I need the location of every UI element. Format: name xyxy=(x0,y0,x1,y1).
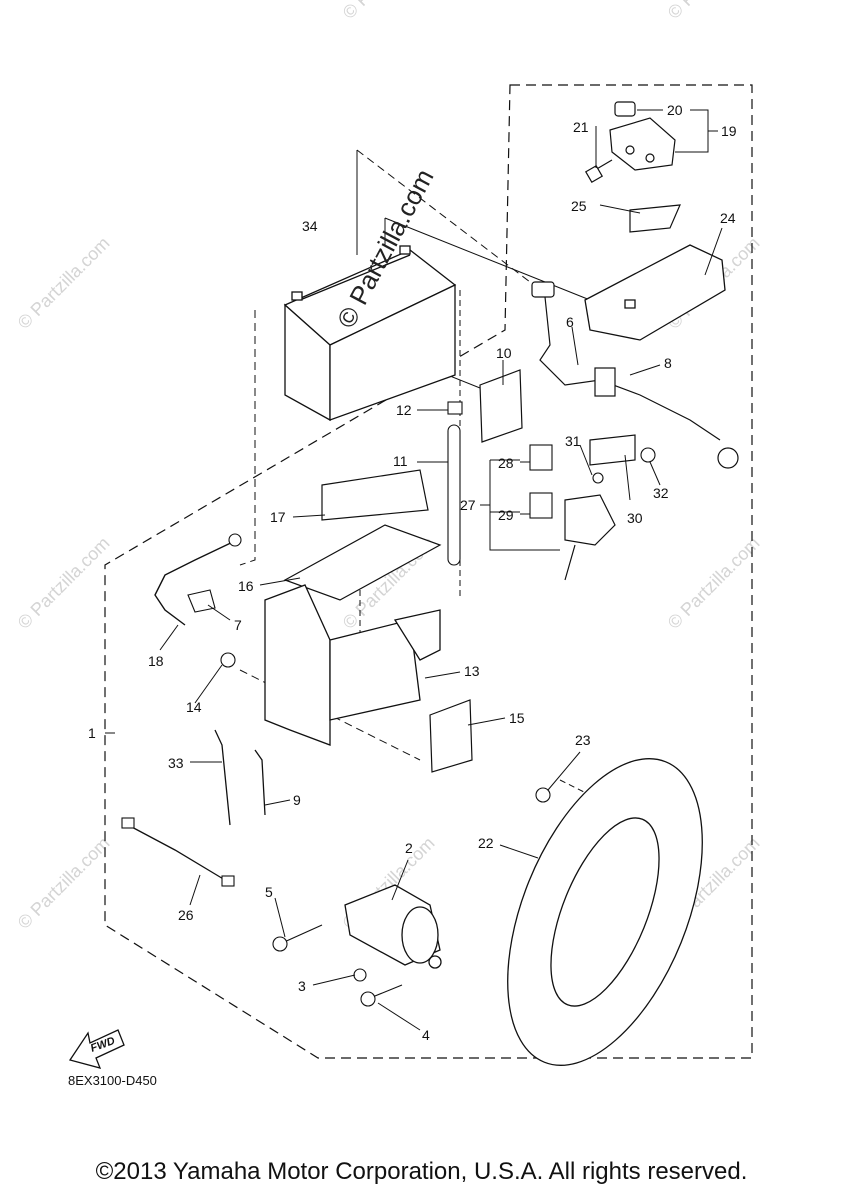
battery-band xyxy=(321,469,429,521)
sheet xyxy=(479,369,523,443)
callout-4: 4 xyxy=(422,1027,430,1043)
callout-14: 14 xyxy=(186,699,202,715)
callout-20: 20 xyxy=(667,102,683,118)
bolt xyxy=(220,652,236,668)
callout-31: 31 xyxy=(565,433,581,449)
callout-2: 2 xyxy=(405,840,413,856)
cover xyxy=(584,244,726,341)
callout-33: 33 xyxy=(168,755,184,771)
watermark: © Partzilla.com xyxy=(14,533,114,633)
fuse-holder xyxy=(531,281,739,469)
callout-23: 23 xyxy=(575,732,591,748)
bolt xyxy=(584,159,613,184)
callout-30: 30 xyxy=(627,510,643,526)
callout-29: 29 xyxy=(498,507,514,523)
battery-sheet xyxy=(283,524,442,601)
sensor-rotor xyxy=(507,758,703,1066)
callout-22: 22 xyxy=(478,835,494,851)
nut xyxy=(353,968,367,982)
watermark: © Partzilla.com xyxy=(664,533,764,633)
terminal-cover xyxy=(187,589,216,613)
callout-19: 19 xyxy=(721,123,737,139)
callout-28: 28 xyxy=(498,455,514,471)
lead-wire xyxy=(127,824,226,881)
screw xyxy=(592,472,604,484)
watermark: © Partzilla.com xyxy=(14,833,114,933)
fuse-box xyxy=(564,494,616,546)
connector xyxy=(121,817,135,829)
hose xyxy=(447,424,461,566)
callout-16: 16 xyxy=(238,578,254,594)
callout-9: 9 xyxy=(293,792,301,808)
bolt xyxy=(360,984,403,1007)
callout-6: 6 xyxy=(566,314,574,330)
copyright-notice: ©2013 Yamaha Motor Corporation, U.S.A. A… xyxy=(95,1158,748,1185)
cable-tie xyxy=(214,729,231,826)
callout-21: 21 xyxy=(573,119,589,135)
watermark: © Partzilla.com xyxy=(339,0,439,23)
callout-15: 15 xyxy=(509,710,525,726)
rubber-cap xyxy=(447,401,463,415)
battery-case xyxy=(264,584,441,746)
callout-34: 34 xyxy=(302,218,318,234)
callout-11: 11 xyxy=(393,453,408,469)
bolt xyxy=(272,924,323,952)
callout-27: 27 xyxy=(460,497,476,513)
callout-25: 25 xyxy=(571,198,587,214)
bracket xyxy=(629,204,681,233)
callout-24: 24 xyxy=(720,210,736,226)
bolt xyxy=(535,787,551,803)
callout-3: 3 xyxy=(298,978,306,994)
callout-13: 13 xyxy=(464,663,480,679)
plate xyxy=(589,434,636,466)
wire xyxy=(564,544,576,581)
callout-8: 8 xyxy=(664,355,672,371)
callout-labels: 1 2 3 4 5 6 7 8 9 10 11 12 13 14 15 16 1… xyxy=(88,102,737,1043)
connector xyxy=(221,875,235,887)
watermark: © Partzilla.com xyxy=(14,233,114,333)
diagram-part-code: 8EX3100-D450 xyxy=(68,1073,157,1088)
callout-17: 17 xyxy=(270,509,286,525)
fuse xyxy=(529,444,553,519)
fwd-arrow-icon: FWD xyxy=(68,1029,125,1069)
callout-26: 26 xyxy=(178,907,194,923)
callout-5: 5 xyxy=(265,884,273,900)
watermark: © Partzilla.com xyxy=(664,0,764,23)
relay-assembly xyxy=(609,101,676,171)
callout-12: 12 xyxy=(396,402,412,418)
case-cover xyxy=(429,699,473,773)
terminal xyxy=(228,533,242,547)
starter-motor xyxy=(344,884,442,969)
callout-32: 32 xyxy=(653,485,669,501)
callout-18: 18 xyxy=(148,653,164,669)
cable-tie xyxy=(254,749,266,816)
battery xyxy=(283,245,457,422)
nut xyxy=(640,447,656,463)
callout-7: 7 xyxy=(234,617,242,633)
callout-10: 10 xyxy=(496,345,512,361)
lead-wire xyxy=(154,539,238,626)
callout-1: 1 xyxy=(88,725,96,741)
